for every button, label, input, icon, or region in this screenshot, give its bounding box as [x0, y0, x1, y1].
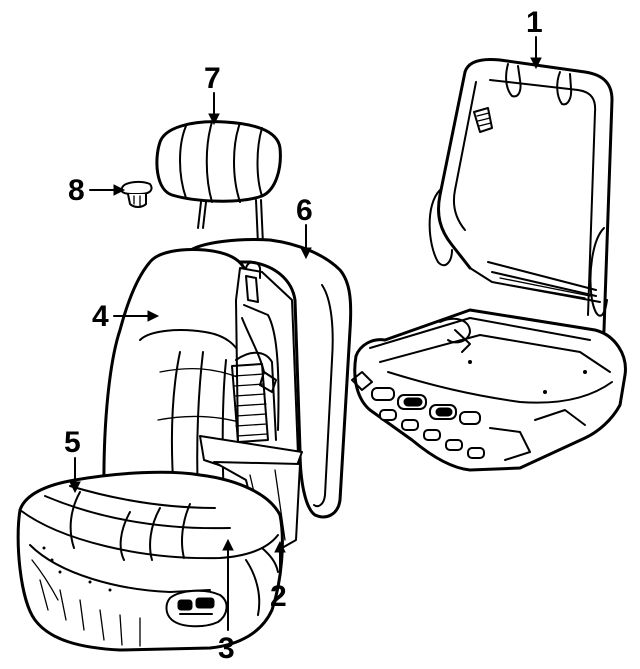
- callout-7: 7: [204, 62, 221, 126]
- svg-text:4: 4: [92, 300, 109, 333]
- seat-cushion-part-5: [16, 470, 284, 652]
- callout-8: 8: [68, 174, 126, 207]
- callout-5: 5: [64, 426, 81, 494]
- svg-text:6: 6: [296, 194, 313, 227]
- callout-2: 2: [270, 540, 287, 613]
- svg-text:5: 5: [64, 426, 81, 459]
- callout-6: 6: [296, 194, 313, 260]
- callout-3: 3: [218, 538, 235, 665]
- lower-trim-part-2: [261, 547, 279, 573]
- callout-1: 1: [526, 6, 543, 70]
- svg-text:2: 2: [270, 580, 287, 613]
- back-panel-part-6: [186, 238, 353, 519]
- svg-text:3: 3: [218, 632, 235, 665]
- svg-text:7: 7: [204, 62, 221, 95]
- callout-4: 4: [92, 300, 160, 333]
- seat-frame-part-1: [351, 58, 627, 472]
- svg-text:8: 8: [68, 174, 85, 207]
- headrest-part-7: [155, 120, 282, 245]
- grommet-part-8: [120, 180, 153, 208]
- svg-text:1: 1: [526, 6, 543, 39]
